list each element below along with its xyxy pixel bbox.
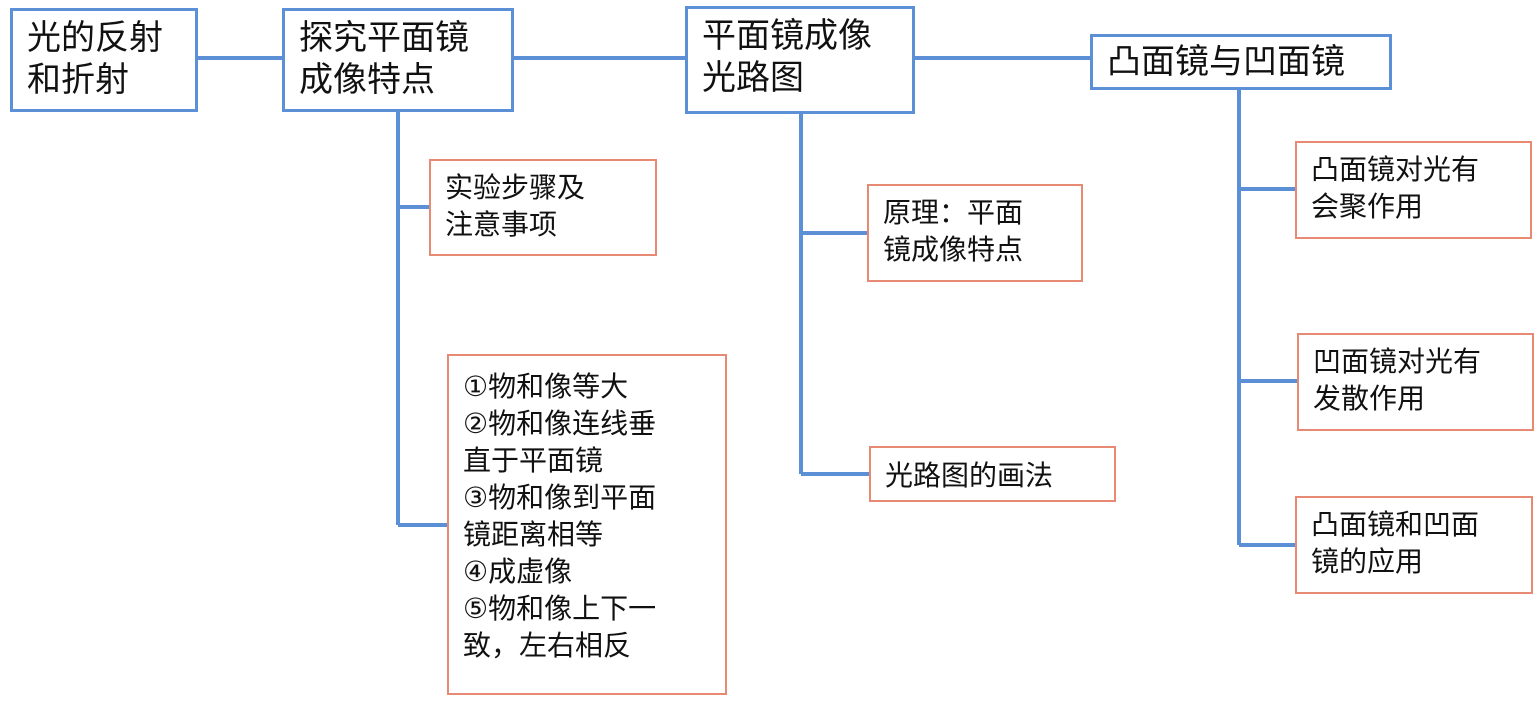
node-principle: 原理：平面 镜成像特点 bbox=[867, 184, 1083, 282]
node-reflection-refraction: 光的反射 和折射 bbox=[10, 8, 198, 112]
node-applications: 凸面镜和凹面 镜的应用 bbox=[1295, 496, 1533, 594]
node-convex-concave: 凸面镜与凹面镜 bbox=[1090, 34, 1392, 90]
node-mirror-light-path: 平面镜成像 光路图 bbox=[685, 6, 915, 114]
node-convex-converge: 凸面镜对光有 会聚作用 bbox=[1295, 141, 1532, 239]
node-characteristics: ①物和像等大 ②物和像连线垂 直于平面镜 ③物和像到平面 镜距离相等 ④成虚像 … bbox=[447, 354, 727, 695]
node-experiment-steps: 实验步骤及 注意事项 bbox=[429, 159, 657, 256]
node-drawing-method: 光路图的画法 bbox=[869, 446, 1116, 502]
node-concave-diverge: 凹面镜对光有 发散作用 bbox=[1297, 333, 1534, 431]
node-explore-mirror: 探究平面镜 成像特点 bbox=[282, 8, 514, 112]
